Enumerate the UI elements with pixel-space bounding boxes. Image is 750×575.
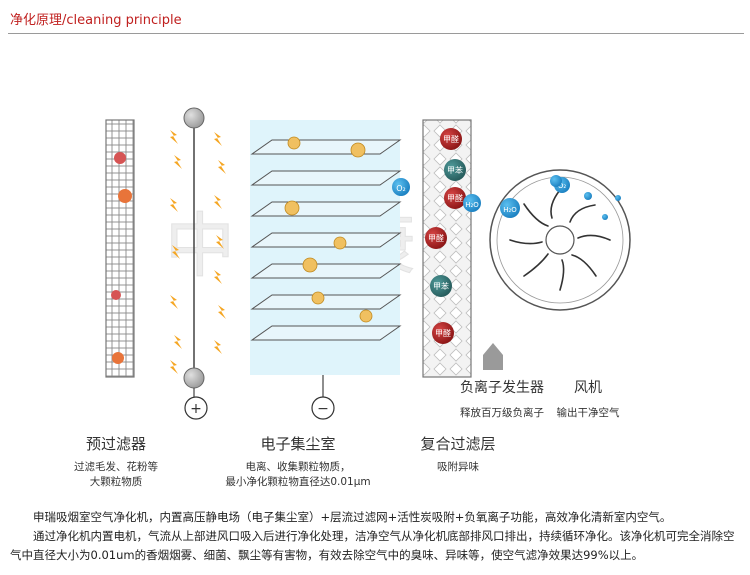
svg-text:甲苯: 甲苯 xyxy=(433,281,449,291)
svg-text:甲醛: 甲醛 xyxy=(447,193,463,203)
prefilter-title: 预过滤器 xyxy=(86,435,146,453)
fan-icon: O₂ H₂O xyxy=(489,169,631,311)
description-paragraph: 通过净化机内置电机，气流从上部进风口吸入后进行净化处理，洁净空气从净化机底部排风… xyxy=(10,529,735,562)
dust-particle xyxy=(112,352,124,364)
svg-text:甲醛: 甲醛 xyxy=(443,134,459,144)
svg-text:O₂: O₂ xyxy=(396,184,406,193)
cleaning-principle-diagram: 中瑞康 + xyxy=(0,40,750,500)
fan-title: 风机 xyxy=(574,380,602,396)
oxygen-molecule xyxy=(550,175,562,187)
negative-terminal: − xyxy=(311,396,335,420)
water-molecule: H₂O xyxy=(500,198,520,218)
svg-text:+: + xyxy=(190,401,202,417)
positive-terminal: + xyxy=(184,396,208,420)
collector-caption-line2: 最小净化颗粒物直径达0.01μm xyxy=(225,475,370,488)
benzene-molecule: 甲苯 xyxy=(444,159,466,181)
dust-particle xyxy=(111,290,121,300)
svg-text:甲苯: 甲苯 xyxy=(447,165,463,175)
formaldehyde-molecule: 甲醛 xyxy=(444,187,466,209)
formaldehyde-molecule: 甲醛 xyxy=(425,227,447,249)
collector-caption-line1: 电离、收集颗粒物质， xyxy=(246,460,351,473)
benzene-molecule: 甲苯 xyxy=(430,275,452,297)
composite-title: 复合过滤层 xyxy=(420,435,495,453)
formaldehyde-molecule: 甲醛 xyxy=(440,128,462,150)
svg-text:甲醛: 甲醛 xyxy=(435,328,451,338)
prefilter-caption-line1: 过滤毛发、花粉等 xyxy=(74,460,158,473)
description-paragraph: 申瑞吸烟室空气净化机，内置高压静电场（电子集尘室）+层流过滤网+活性炭吸附+负氧… xyxy=(33,510,672,524)
page-title: 净化原理/cleaning principle xyxy=(10,13,182,28)
composite-caption: 吸附异味 xyxy=(437,460,479,473)
water-molecule: H₂O xyxy=(463,194,481,212)
formaldehyde-molecule: 甲醛 xyxy=(432,322,454,344)
description: 申瑞吸烟室空气净化机，内置高压静电场（电子集尘室）+层流过滤网+活性炭吸附+负氧… xyxy=(10,508,742,565)
electronic-collector-chamber: O₂ xyxy=(250,120,410,398)
dust-particle xyxy=(118,189,132,203)
svg-text:H₂O: H₂O xyxy=(503,206,517,214)
ion-generator-title: 负离子发生器 xyxy=(460,379,544,396)
collector-title: 电子集尘室 xyxy=(260,435,335,453)
svg-text:O₂: O₂ xyxy=(558,182,567,190)
prefilter-caption-line2: 大颗粒物质 xyxy=(90,475,143,488)
dust-particle xyxy=(114,152,126,164)
svg-text:−: − xyxy=(317,401,329,417)
fan-caption: 输出干净空气 xyxy=(557,406,620,419)
composite-filter-layer: 甲醛 甲苯 甲醛 H₂O 甲醛 甲苯 甲醛 xyxy=(422,119,481,378)
svg-text:H₂O: H₂O xyxy=(465,201,479,209)
prefilter-panel xyxy=(105,119,135,378)
header-divider xyxy=(8,33,744,34)
ion-generator-icon xyxy=(483,343,503,370)
oxygen-molecule: O₂ xyxy=(392,178,410,196)
svg-text:甲醛: 甲醛 xyxy=(428,233,444,243)
ion-generator-caption: 释放百万级负离子 xyxy=(460,406,544,419)
electrode-rod xyxy=(183,107,205,398)
